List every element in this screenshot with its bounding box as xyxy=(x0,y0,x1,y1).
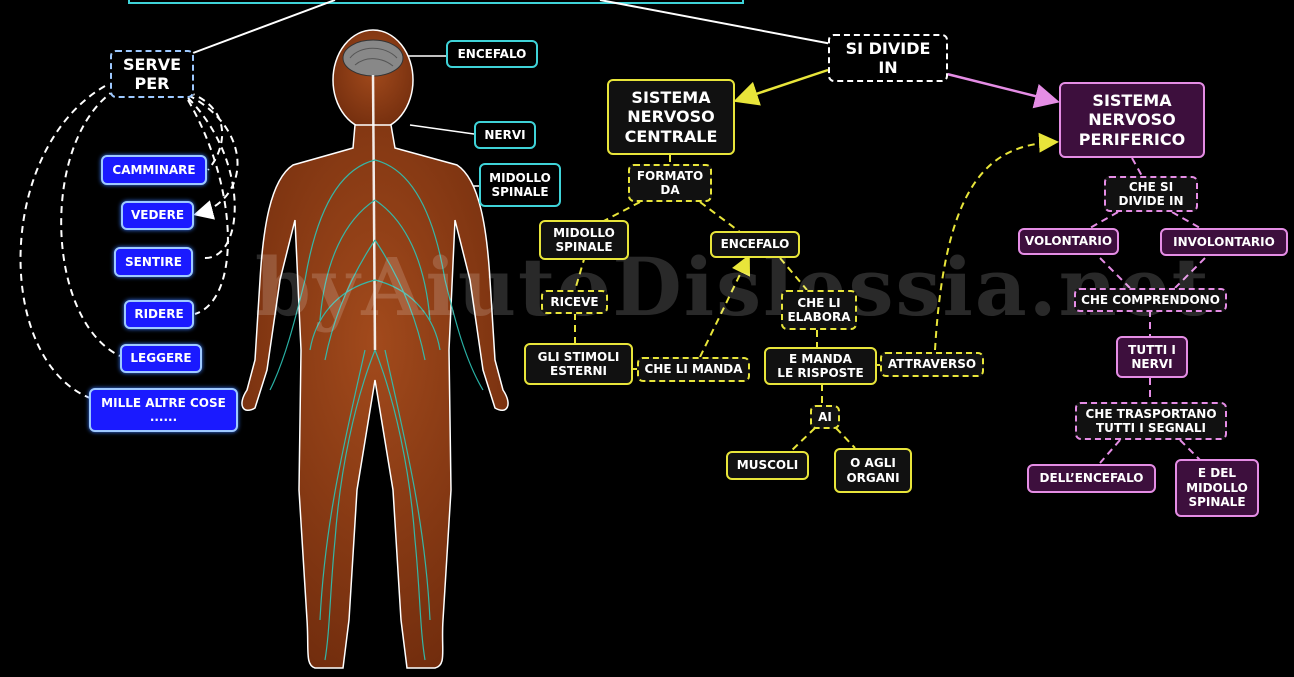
sentire-node: SENTIRE xyxy=(114,247,193,277)
vedere-node: VEDERE xyxy=(121,201,194,230)
midollo-spinale-node: MIDOLLO SPINALE xyxy=(539,220,629,260)
midollo-spinale-label: MIDOLLO SPINALE xyxy=(479,163,561,207)
sistema-nervoso-periferico-node: SISTEMA NERVOSO PERIFERICO xyxy=(1059,82,1205,158)
che-si-divide-in-node: CHE SI DIVIDE IN xyxy=(1104,176,1198,212)
nervi-label: NERVI xyxy=(474,121,536,149)
tutti-i-nervi-node: TUTTI I NERVI xyxy=(1116,336,1188,378)
che-li-manda-node: CHE LI MANDA xyxy=(637,357,750,382)
attraverso-node: ATTRAVERSO xyxy=(880,352,984,377)
brain-icon xyxy=(343,40,403,76)
riceve-node: RICEVE xyxy=(541,290,608,314)
involontario-node: INVOLONTARIO xyxy=(1160,228,1288,256)
human-body-illustration xyxy=(225,20,515,677)
encefalo-label: ENCEFALO xyxy=(446,40,538,68)
formato-da-node: FORMATO DA xyxy=(628,164,712,202)
o-agli-organi-node: O AGLI ORGANI xyxy=(834,448,912,493)
ai-node: AI xyxy=(810,405,840,429)
serve-per-node: SERVE PER xyxy=(110,50,194,98)
gli-stimoli-esterni-node: GLI STIMOLI ESTERNI xyxy=(524,343,633,385)
e-manda-le-risposte-node: E MANDA LE RISPOSTE xyxy=(764,347,877,385)
volontario-node: VOLONTARIO xyxy=(1018,228,1119,255)
sistema-nervoso-centrale-node: SISTEMA NERVOSO CENTRALE xyxy=(607,79,735,155)
che-li-elabora-node: CHE LI ELABORA xyxy=(781,290,857,330)
dell-encefalo-node: DELL’ENCEFALO xyxy=(1027,464,1156,493)
leggere-node: LEGGERE xyxy=(120,344,202,373)
mille-altre-cose-node: MILLE ALTRE COSE ...... xyxy=(89,388,238,432)
muscoli-node: MUSCOLI xyxy=(726,451,809,480)
ridere-node: RIDERE xyxy=(124,300,194,329)
camminare-node: CAMMINARE xyxy=(101,155,207,185)
che-trasportano-node: CHE TRASPORTANO TUTTI I SEGNALI xyxy=(1075,402,1227,440)
che-comprendono-node: CHE COMPRENDONO xyxy=(1074,288,1227,312)
si-divide-in-node: SI DIVIDE IN xyxy=(828,34,948,82)
encefalo-node: ENCEFALO xyxy=(710,231,800,258)
e-del-midollo-spinale-node: E DEL MIDOLLO SPINALE xyxy=(1175,459,1259,517)
